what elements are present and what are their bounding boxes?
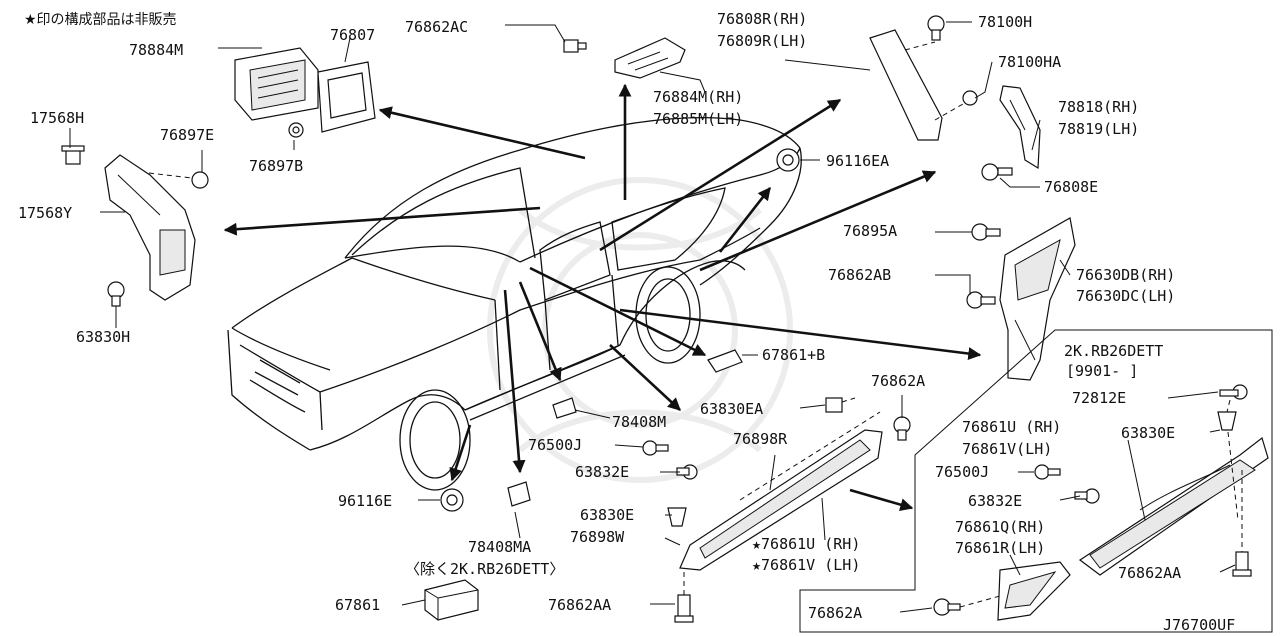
screw-part-76862aa-1 (674, 572, 694, 623)
label-72812e: 72812E (1072, 389, 1126, 407)
garnish-strip-part (869, 29, 971, 141)
clip-part-63830e-2 (1217, 411, 1239, 521)
label-76862ac: 76862AC (405, 18, 468, 36)
screw-part-76808e (981, 163, 1013, 181)
label-67861b: 67861+B (762, 346, 825, 364)
label-63830h: 63830H (76, 328, 130, 346)
label-76861v-star: ★76861V (LH) (752, 556, 860, 574)
label-76895a: 76895A (843, 222, 897, 240)
label-76862aa-2: 76862AA (1118, 564, 1181, 582)
grommet-part-96116ea (776, 148, 800, 172)
label-67861: 67861 (335, 596, 380, 614)
label-76808e: 76808E (1044, 178, 1098, 196)
label-76500j-2: 76500J (935, 463, 989, 481)
label-76862a-1: 76862A (871, 372, 925, 390)
pad-part-78408ma (507, 481, 531, 507)
inset-engine-label: 2K.RB26DETT (1064, 342, 1163, 360)
label-76807: 76807 (330, 26, 375, 44)
clip-part-63832e-2 (1074, 488, 1100, 504)
figure-id: J76700UF (1163, 616, 1235, 634)
clip-part-63830e-1 (667, 507, 687, 527)
label-76861q: 76861Q(RH) (955, 518, 1045, 536)
label-63830e-2: 63830E (1121, 424, 1175, 442)
label-76862a-2: 76862A (808, 604, 862, 622)
label-17568h: 17568H (30, 109, 84, 127)
side-sill-part (679, 411, 883, 571)
label-76885m: 76885M(LH) (653, 110, 743, 128)
label-96116ea: 96116EA (826, 152, 889, 170)
clip-part-78100ha (962, 90, 978, 106)
clip-part-17568h (61, 145, 85, 165)
label-96116e: 96116E (338, 492, 392, 510)
pad-part-78408m (552, 397, 577, 419)
exclusion-note: 〈除く2K.RB26DETT〉 (405, 560, 564, 578)
callout-labels: ★印の構成部品は非販売 J76700UF 2K.RB26DETT [9901- … (18, 10, 1235, 634)
block-part-67861 (424, 579, 479, 621)
clip-part-76895a (971, 223, 1001, 241)
clip-part-76862ab (966, 291, 996, 309)
screw-part-76862aa-2 (1232, 470, 1252, 577)
label-76861v: 76861V(LH) (962, 440, 1052, 458)
inset-panel (799, 329, 1273, 633)
label-78818: 78818(RH) (1058, 98, 1139, 116)
label-76861u-star: ★76861U (RH) (752, 535, 860, 553)
part-illustrations (61, 15, 1076, 623)
clip-part-72812e (1219, 384, 1248, 421)
label-76884m: 76884M(RH) (653, 88, 743, 106)
non-sale-note: ★印の構成部品は非販売 (24, 12, 177, 28)
leader-lines (69, 21, 1236, 613)
label-63832e-2: 63832E (968, 492, 1022, 510)
label-76897b: 76897B (249, 157, 303, 175)
label-76808r: 76808R(RH) (717, 10, 807, 28)
clip-part-78100h (927, 15, 945, 41)
grommet-part-96116e (440, 488, 464, 512)
duct-box-part (234, 47, 319, 121)
gasket-frame-part (317, 61, 376, 133)
clip-part-76897b (288, 122, 304, 138)
end-cap-part (997, 561, 1071, 621)
label-76898w: 76898W (570, 528, 625, 546)
clip-part-76500j-1 (642, 440, 669, 456)
label-76630dc: 76630DC(LH) (1076, 287, 1175, 305)
label-76630db: 76630DB(RH) (1076, 266, 1175, 284)
label-76861r: 76861R(LH) (955, 539, 1045, 557)
label-63830e-1: 63830E (580, 506, 634, 524)
clip-part-63830h (107, 281, 125, 307)
label-76898r: 76898R (733, 430, 788, 448)
clip-part-76862ac (563, 39, 587, 53)
label-76862ab: 76862AB (828, 266, 891, 284)
label-17568y: 17568Y (18, 204, 72, 222)
label-76897e: 76897E (160, 126, 214, 144)
clip-part-76500j-2 (1034, 464, 1061, 480)
label-76500j-1: 76500J (528, 436, 582, 454)
clip-part-76862a-1 (893, 416, 911, 441)
inset-date-label: [9901- ] (1066, 362, 1138, 380)
label-78408m: 78408M (612, 413, 666, 431)
splash-shield-part (104, 154, 196, 301)
bracket-part-76884m (614, 37, 686, 79)
label-78819: 78819(LH) (1058, 120, 1139, 138)
clip-part-63830ea (825, 397, 856, 413)
label-78884m: 78884M (129, 41, 183, 59)
label-78408ma: 78408MA (468, 538, 531, 556)
clip-part-76862a-2 (933, 595, 1001, 616)
bracket-part-78818 (999, 85, 1041, 170)
pointer-arrows (223, 83, 982, 511)
label-63832e-1: 63832E (575, 463, 629, 481)
label-78100ha: 78100HA (998, 53, 1061, 71)
clip-part-76897e (139, 171, 209, 189)
car-body-outline (227, 117, 802, 491)
label-76809r: 76809R(LH) (717, 32, 807, 50)
label-78100h: 78100H (978, 13, 1032, 31)
pad-part-67861b (707, 349, 743, 373)
label-76862aa-1: 76862AA (548, 596, 611, 614)
label-76861u: 76861U (RH) (962, 418, 1061, 436)
bracket-part-76630db (999, 217, 1076, 381)
label-63830ea: 63830EA (700, 400, 763, 418)
